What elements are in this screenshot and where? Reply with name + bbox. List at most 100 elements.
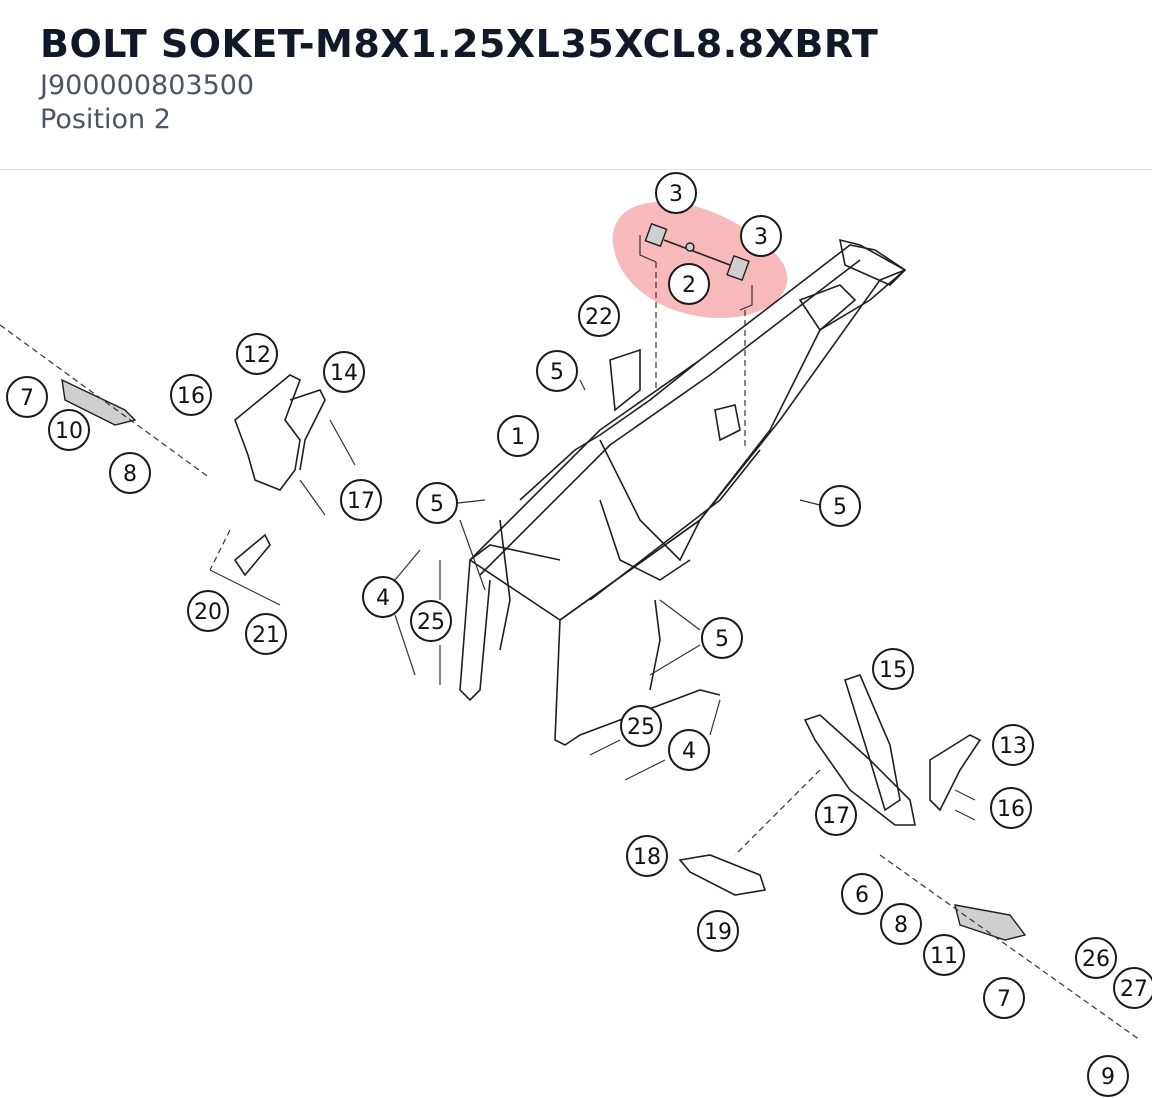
callout-number: 4: [682, 739, 696, 764]
callout-10[interactable]: 10: [48, 409, 90, 451]
callout-circle: [626, 835, 668, 877]
callout-27[interactable]: 27: [1113, 967, 1152, 1009]
callout-circle: [668, 263, 710, 305]
callout-circle: [872, 648, 914, 690]
callout-6[interactable]: 6: [841, 873, 883, 915]
callout-9[interactable]: 9: [1087, 1055, 1129, 1097]
callout-21[interactable]: 21: [245, 613, 287, 655]
callout-circle: [48, 409, 90, 451]
callout-number: 16: [997, 797, 1025, 822]
callout-number: 7: [20, 386, 34, 411]
callout-circle: [1087, 1055, 1129, 1097]
callout-number: 16: [177, 384, 205, 409]
callout-number: 19: [704, 920, 732, 945]
callout-circle: [701, 617, 743, 659]
callout-number: 1: [511, 425, 525, 450]
callout-number: 2: [682, 273, 696, 298]
callout-25[interactable]: 25: [410, 600, 452, 642]
callout-4[interactable]: 4: [668, 729, 710, 771]
callout-26[interactable]: 26: [1075, 937, 1117, 979]
callout-2[interactable]: 2: [668, 263, 710, 305]
part-2-3-spacer-assembly: [639, 222, 753, 450]
callout-11[interactable]: 11: [923, 934, 965, 976]
callout-7[interactable]: 7: [6, 376, 48, 418]
callout-circle: [497, 415, 539, 457]
callout-number: 3: [754, 225, 768, 250]
callout-17[interactable]: 17: [815, 794, 857, 836]
callout-number: 8: [894, 913, 908, 938]
callout-circle: [819, 485, 861, 527]
callout-5[interactable]: 5: [701, 617, 743, 659]
callout-circle: [697, 910, 739, 952]
callout-number: 9: [1101, 1065, 1115, 1090]
callout-number: 17: [347, 489, 375, 514]
callout-4[interactable]: 4: [362, 576, 404, 618]
callout-number: 5: [550, 360, 564, 385]
callout-circle: [109, 452, 151, 494]
callout-circle: [740, 215, 782, 257]
callout-circle: [236, 333, 278, 375]
callout-1[interactable]: 1: [497, 415, 539, 457]
callout-19[interactable]: 19: [697, 910, 739, 952]
callout-circle: [620, 705, 662, 747]
callout-5[interactable]: 5: [819, 485, 861, 527]
callout-number: 12: [243, 343, 271, 368]
callout-leaders: [394, 379, 821, 781]
callout-circle: [323, 351, 365, 393]
callout-circle: [6, 376, 48, 418]
callout-number: 22: [585, 305, 613, 330]
callout-number: 10: [55, 419, 83, 444]
callout-5[interactable]: 5: [416, 482, 458, 524]
callout-22[interactable]: 22: [578, 295, 620, 337]
callout-circle: [1075, 937, 1117, 979]
callout-circle: [990, 787, 1032, 829]
callout-16[interactable]: 16: [990, 787, 1032, 829]
callout-13[interactable]: 13: [992, 724, 1034, 766]
callout-5[interactable]: 5: [536, 350, 578, 392]
callout-number: 11: [930, 944, 958, 969]
callout-number: 5: [715, 627, 729, 652]
callout-7[interactable]: 7: [983, 977, 1025, 1019]
callout-number: 5: [833, 495, 847, 520]
callout-number: 3: [669, 182, 683, 207]
callout-number: 21: [252, 623, 280, 648]
callout-8[interactable]: 8: [880, 903, 922, 945]
callout-number: 25: [417, 610, 445, 635]
callout-number: 5: [430, 492, 444, 517]
callout-3[interactable]: 3: [655, 172, 697, 214]
callout-circle: [410, 600, 452, 642]
callout-circle: [668, 729, 710, 771]
callout-number: 13: [999, 734, 1027, 759]
callout-number: 14: [330, 361, 358, 386]
callout-15[interactable]: 15: [872, 648, 914, 690]
callout-circle: [340, 479, 382, 521]
callout-circle: [187, 590, 229, 632]
callout-number: 15: [879, 658, 907, 683]
callout-14[interactable]: 14: [323, 351, 365, 393]
callout-circle: [536, 350, 578, 392]
callout-25[interactable]: 25: [620, 705, 662, 747]
callout-number: 7: [997, 987, 1011, 1012]
part-number: J900000803500: [40, 70, 255, 101]
callout-circle: [655, 172, 697, 214]
callout-circle: [992, 724, 1034, 766]
callout-circle: [578, 295, 620, 337]
callout-18[interactable]: 18: [626, 835, 668, 877]
callout-16[interactable]: 16: [170, 374, 212, 416]
callout-number: 8: [123, 462, 137, 487]
part-position: Position 2: [40, 104, 171, 135]
callout-number: 18: [633, 845, 661, 870]
callout-circle: [245, 613, 287, 655]
callout-3[interactable]: 3: [740, 215, 782, 257]
callout-number: 25: [627, 715, 655, 740]
callout-circle: [170, 374, 212, 416]
part-title: BOLT SOKET-M8X1.25XL35XCL8.8XBRT: [40, 22, 879, 66]
callout-20[interactable]: 20: [187, 590, 229, 632]
callout-circle: [416, 482, 458, 524]
callout-8[interactable]: 8: [109, 452, 151, 494]
callout-17[interactable]: 17: [340, 479, 382, 521]
callout-12[interactable]: 12: [236, 333, 278, 375]
callout-circle: [923, 934, 965, 976]
